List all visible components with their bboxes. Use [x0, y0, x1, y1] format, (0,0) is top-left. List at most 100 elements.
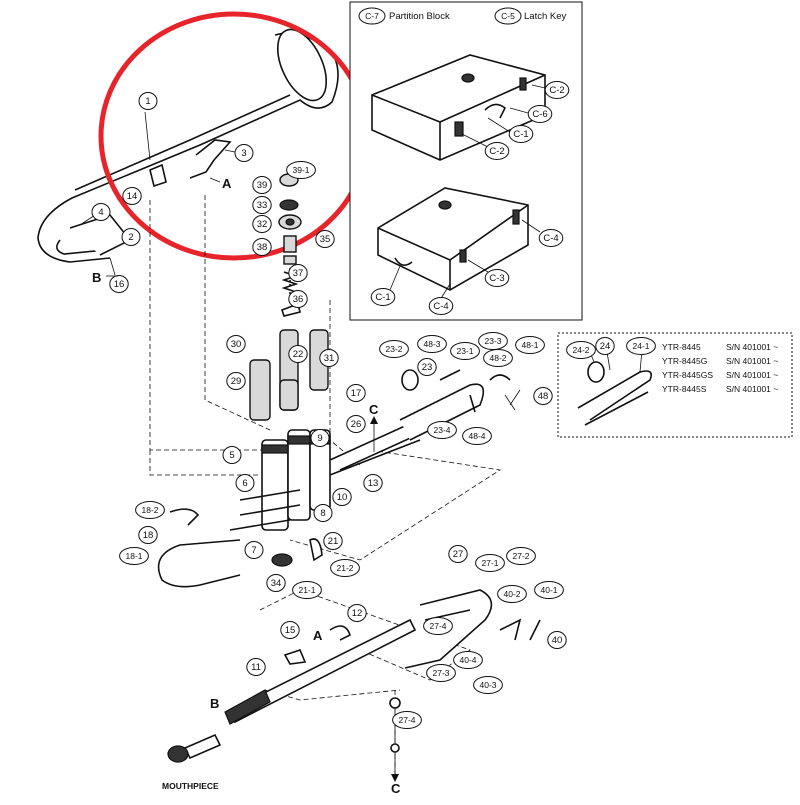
part-callout-p9: 9	[310, 429, 330, 447]
part-callout-case-top-3: C-2	[484, 142, 510, 160]
part-callout-p30: 30	[226, 335, 246, 353]
part-callout-case-bottom-0: C-4	[538, 229, 564, 247]
part-number: 27-2	[512, 551, 529, 561]
part-callout-p4: 4	[91, 203, 111, 221]
section-letter-b-lower: B	[210, 696, 219, 711]
part-number: 21-2	[336, 563, 353, 573]
part-number: 15	[285, 625, 296, 636]
model-name: YTR-8445S	[662, 384, 707, 394]
part-number: 23-4	[433, 425, 450, 435]
part-number: 22	[293, 349, 304, 360]
part-number: 29	[231, 376, 242, 387]
case-inset: C-7 Partition Block C-5 Latch Key	[349, 1, 583, 321]
part-callout-p22: 22	[288, 345, 308, 363]
part-number: 27-3	[432, 668, 449, 678]
part-callout-p27: 27	[448, 545, 468, 563]
part-number: 40-3	[479, 680, 496, 690]
section-letter-a-top: A	[222, 176, 232, 191]
part-number: 30	[231, 339, 242, 350]
model-serial: S/N 401001 ~	[726, 370, 778, 380]
part-callout-p18-2: 18-2	[135, 501, 165, 519]
part-callout-p33: 33	[252, 196, 272, 214]
case-header-right-code: C-5	[501, 11, 515, 21]
part-number: C-3	[489, 273, 504, 284]
model-serial: S/N 401001 ~	[726, 384, 778, 394]
part-callout-p23-1: 23-1	[450, 342, 480, 360]
part-number: 12	[352, 608, 363, 619]
part-number: 27-1	[481, 558, 498, 568]
part-number: 13	[368, 478, 379, 489]
part-callout-p3: 3	[234, 144, 254, 162]
part-callout-p27-1: 27-1	[475, 554, 505, 572]
part-number: 38	[257, 242, 268, 253]
part-callout-p15: 15	[280, 621, 300, 639]
section-letter-c-mid: C	[369, 402, 379, 417]
part-number: 32	[257, 219, 268, 230]
case-header-right-name: Latch Key	[524, 11, 566, 22]
part-callout-p23: 23	[417, 358, 437, 376]
part-callout-p40-3: 40-3	[473, 676, 503, 694]
part-callout-p48-4: 48-4	[462, 427, 492, 445]
part-callout-model-part-1: 24	[595, 337, 615, 355]
part-callout-p13: 13	[363, 474, 383, 492]
case-header-left-name: Partition Block	[389, 11, 450, 22]
model-name: YTR-8445GS	[662, 370, 713, 380]
part-callout-p48-2: 48-2	[483, 349, 513, 367]
part-callout-case-top-2: C-1	[508, 125, 534, 143]
part-number: 48-2	[489, 353, 506, 363]
part-number: 31	[324, 353, 335, 364]
part-number: 18-1	[125, 551, 142, 561]
part-callout-p34: 34	[266, 574, 286, 592]
part-number: 1	[145, 96, 150, 107]
part-callout-p14: 14	[122, 187, 142, 205]
water-key-27-4	[389, 697, 401, 760]
highlight-circle	[98, 11, 370, 261]
part-number: 6	[242, 478, 247, 489]
part-number: 27	[453, 549, 464, 560]
part-callout-case-bottom-1: C-3	[484, 269, 510, 287]
part-number: C-2	[549, 85, 564, 96]
part-number: 16	[114, 279, 125, 290]
part-callout-p21-2: 21-2	[330, 559, 360, 577]
part-number: C-2	[489, 146, 504, 157]
part-callout-p40-2: 40-2	[497, 585, 527, 603]
part-number: 27-4	[398, 715, 415, 725]
part-callout-case-top-0: C-2	[544, 81, 570, 99]
part-number: 36	[293, 294, 304, 305]
part-number: 40-2	[503, 589, 520, 599]
part-number: 14	[127, 191, 138, 202]
part-callout-case-top-1: C-6	[527, 105, 553, 123]
part-number: 39-1	[292, 165, 309, 175]
third-slide	[399, 369, 521, 441]
part-callout-p48-1: 48-1	[515, 336, 545, 354]
part-callout-p17: 17	[346, 384, 366, 402]
part-number: 27-4	[429, 621, 446, 631]
case-header-left-code: C-7	[365, 11, 379, 21]
part-callout-p5: 5	[222, 446, 242, 464]
part-number: 24	[600, 341, 611, 352]
part-number: 24-2	[572, 345, 589, 355]
section-letter-a-lower: A	[313, 628, 323, 643]
part-number: 23-1	[456, 346, 473, 356]
part-callout-p40: 40	[547, 631, 567, 649]
model-serial: S/N 401001 ~	[726, 356, 778, 366]
part-callout-p27-3: 27-3	[426, 664, 456, 682]
part-number: 40-1	[540, 585, 557, 595]
part-callout-p27-2: 27-2	[506, 547, 536, 565]
part-number: 3	[241, 148, 246, 159]
part-callout-model-part-2: 24-1	[626, 337, 656, 355]
part-callout-p12: 12	[347, 604, 367, 622]
part-number: 48	[538, 391, 549, 402]
part-number: 17	[351, 388, 362, 399]
part-callout-p8: 8	[313, 504, 333, 522]
part-callout-p40-1: 40-1	[534, 581, 564, 599]
valve-casings	[229, 409, 452, 567]
part-number: 39	[257, 180, 268, 191]
part-number: 11	[251, 662, 261, 673]
part-callout-p21-1: 21-1	[292, 581, 322, 599]
part-number: 48-4	[468, 431, 485, 441]
part-callout-p23-4: 23-4	[427, 421, 457, 439]
